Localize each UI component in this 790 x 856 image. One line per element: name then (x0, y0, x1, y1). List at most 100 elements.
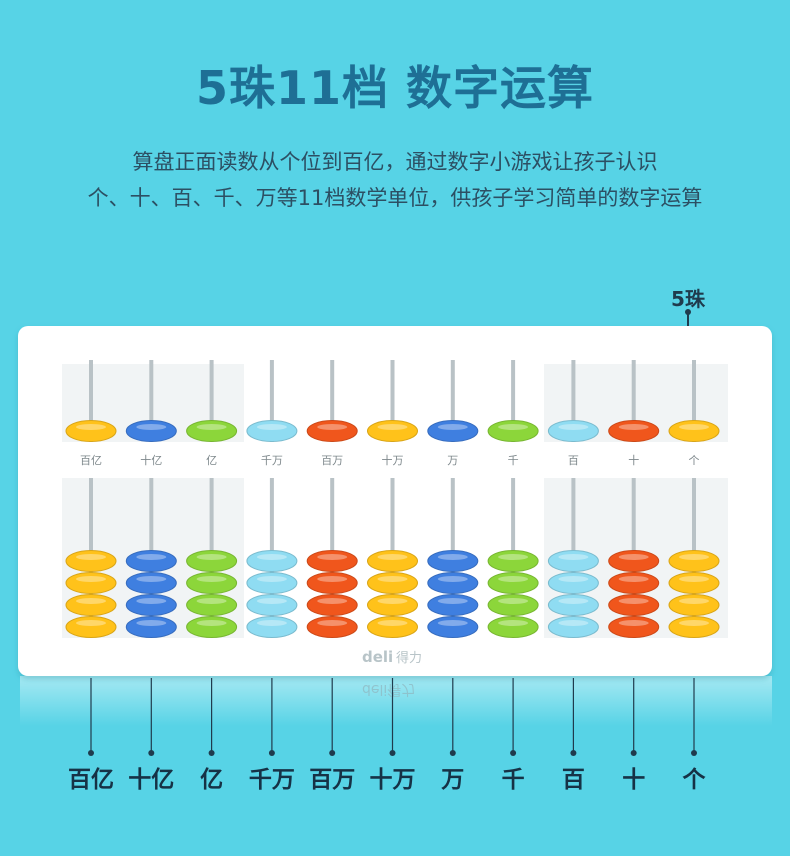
rod-label: 千万 (248, 767, 295, 793)
upper-rod-2 (149, 360, 154, 442)
upper-bead[interactable] (608, 420, 660, 442)
lower-bead[interactable] (547, 594, 599, 616)
lower-bead[interactable] (608, 616, 660, 638)
lower-bead[interactable] (427, 572, 479, 594)
lower-bead[interactable] (306, 594, 358, 616)
lower-bead[interactable] (427, 616, 479, 638)
beam-label: 十 (628, 453, 639, 467)
lower-bead[interactable] (608, 594, 660, 616)
lower-bead[interactable] (186, 594, 238, 616)
upper-rod-9 (571, 360, 576, 442)
brand-logo-chinese: 得力 (396, 650, 422, 666)
lower-bead[interactable] (186, 572, 238, 594)
pointer-dot (630, 750, 637, 756)
beam-label: 百亿 (80, 454, 102, 467)
upper-bead[interactable] (547, 420, 599, 442)
callout-dot (685, 309, 691, 315)
lower-bead[interactable] (306, 550, 358, 572)
rod-label: 十亿 (128, 767, 175, 793)
lower-bead[interactable] (367, 616, 418, 638)
rod-label: 百万 (309, 767, 356, 793)
lower-bead[interactable] (668, 550, 720, 572)
five-beads-label: 5珠 (671, 287, 705, 311)
lower-bead[interactable] (668, 572, 720, 594)
lower-bead[interactable] (306, 572, 358, 594)
beam-label: 千万 (261, 454, 283, 467)
lower-bead[interactable] (487, 594, 539, 616)
beam-label: 十亿 (140, 453, 162, 467)
lower-bead[interactable] (306, 616, 358, 638)
lower-bead[interactable] (367, 572, 418, 594)
rod-label: 十万 (369, 767, 416, 793)
description-line-1: 算盘正面读数从个位到百亿，通过数字小游戏让孩子认识 (132, 150, 658, 174)
upper-rod-8 (511, 360, 516, 442)
description-line-2: 个、十、百、千、万等11档数学单位，供孩子学习简单的数字运算 (87, 186, 703, 210)
brand-logo-latin: deli (362, 648, 393, 666)
upper-rod-3 (209, 360, 214, 442)
pointer-dot (329, 750, 336, 756)
pointer-dot (510, 750, 517, 756)
upper-bead[interactable] (186, 420, 238, 442)
rod-label: 十 (622, 767, 646, 793)
upper-rod-5 (330, 360, 335, 442)
pointer-dot (268, 750, 275, 756)
rod-label: 亿 (200, 767, 224, 793)
lower-bead[interactable] (65, 572, 117, 594)
lower-bead[interactable] (367, 550, 418, 572)
lower-bead[interactable] (65, 616, 117, 638)
upper-rod-11 (692, 360, 696, 442)
pointer-dot (570, 750, 577, 756)
lower-bead[interactable] (246, 594, 298, 616)
lower-bead[interactable] (246, 616, 298, 638)
upper-bead[interactable] (668, 420, 720, 442)
rod-label: 百 (561, 767, 585, 793)
lower-bead[interactable] (608, 550, 660, 572)
lower-bead[interactable] (547, 572, 599, 594)
upper-bead[interactable] (125, 420, 177, 442)
lower-bead[interactable] (125, 572, 177, 594)
lower-bead[interactable] (668, 616, 720, 638)
abacus-beam (40, 442, 750, 478)
upper-rod-1 (89, 360, 93, 442)
upper-rod-7 (450, 360, 455, 442)
lower-bead[interactable] (125, 550, 177, 572)
abacus-reflection (20, 676, 772, 726)
lower-bead[interactable] (65, 594, 117, 616)
lower-bead[interactable] (487, 550, 539, 572)
lower-bead[interactable] (367, 594, 418, 616)
lower-bead[interactable] (246, 550, 298, 572)
pointer-dot (389, 750, 396, 756)
lower-bead[interactable] (125, 594, 177, 616)
lower-bead[interactable] (186, 616, 238, 638)
beam-label: 十万 (382, 453, 404, 467)
beam-label: 个 (689, 454, 700, 467)
upper-bead[interactable] (246, 420, 298, 442)
lower-bead[interactable] (65, 550, 117, 572)
upper-bead[interactable] (65, 420, 117, 442)
pointer-dot (88, 750, 94, 756)
rod-label: 百亿 (68, 767, 114, 793)
upper-rod-6 (390, 360, 395, 442)
lower-bead[interactable] (608, 572, 660, 594)
upper-bead[interactable] (367, 420, 418, 442)
lower-bead[interactable] (125, 616, 177, 638)
lower-bead[interactable] (547, 616, 599, 638)
pointer-dot (449, 750, 456, 756)
upper-bead[interactable] (306, 420, 358, 442)
lower-bead[interactable] (487, 572, 539, 594)
upper-bead[interactable] (487, 420, 539, 442)
lower-bead[interactable] (668, 594, 720, 616)
beam-label: 亿 (206, 454, 217, 467)
beam-label: 万 (447, 454, 458, 467)
beam-label: 千 (508, 454, 519, 467)
upper-rod-10 (631, 360, 636, 442)
upper-bead[interactable] (427, 420, 479, 442)
lower-bead[interactable] (246, 572, 298, 594)
lower-bead[interactable] (547, 550, 599, 572)
lower-bead[interactable] (487, 616, 539, 638)
lower-bead[interactable] (427, 550, 479, 572)
lower-bead[interactable] (186, 550, 238, 572)
lower-bead[interactable] (427, 594, 479, 616)
rod-label: 万 (441, 767, 465, 793)
